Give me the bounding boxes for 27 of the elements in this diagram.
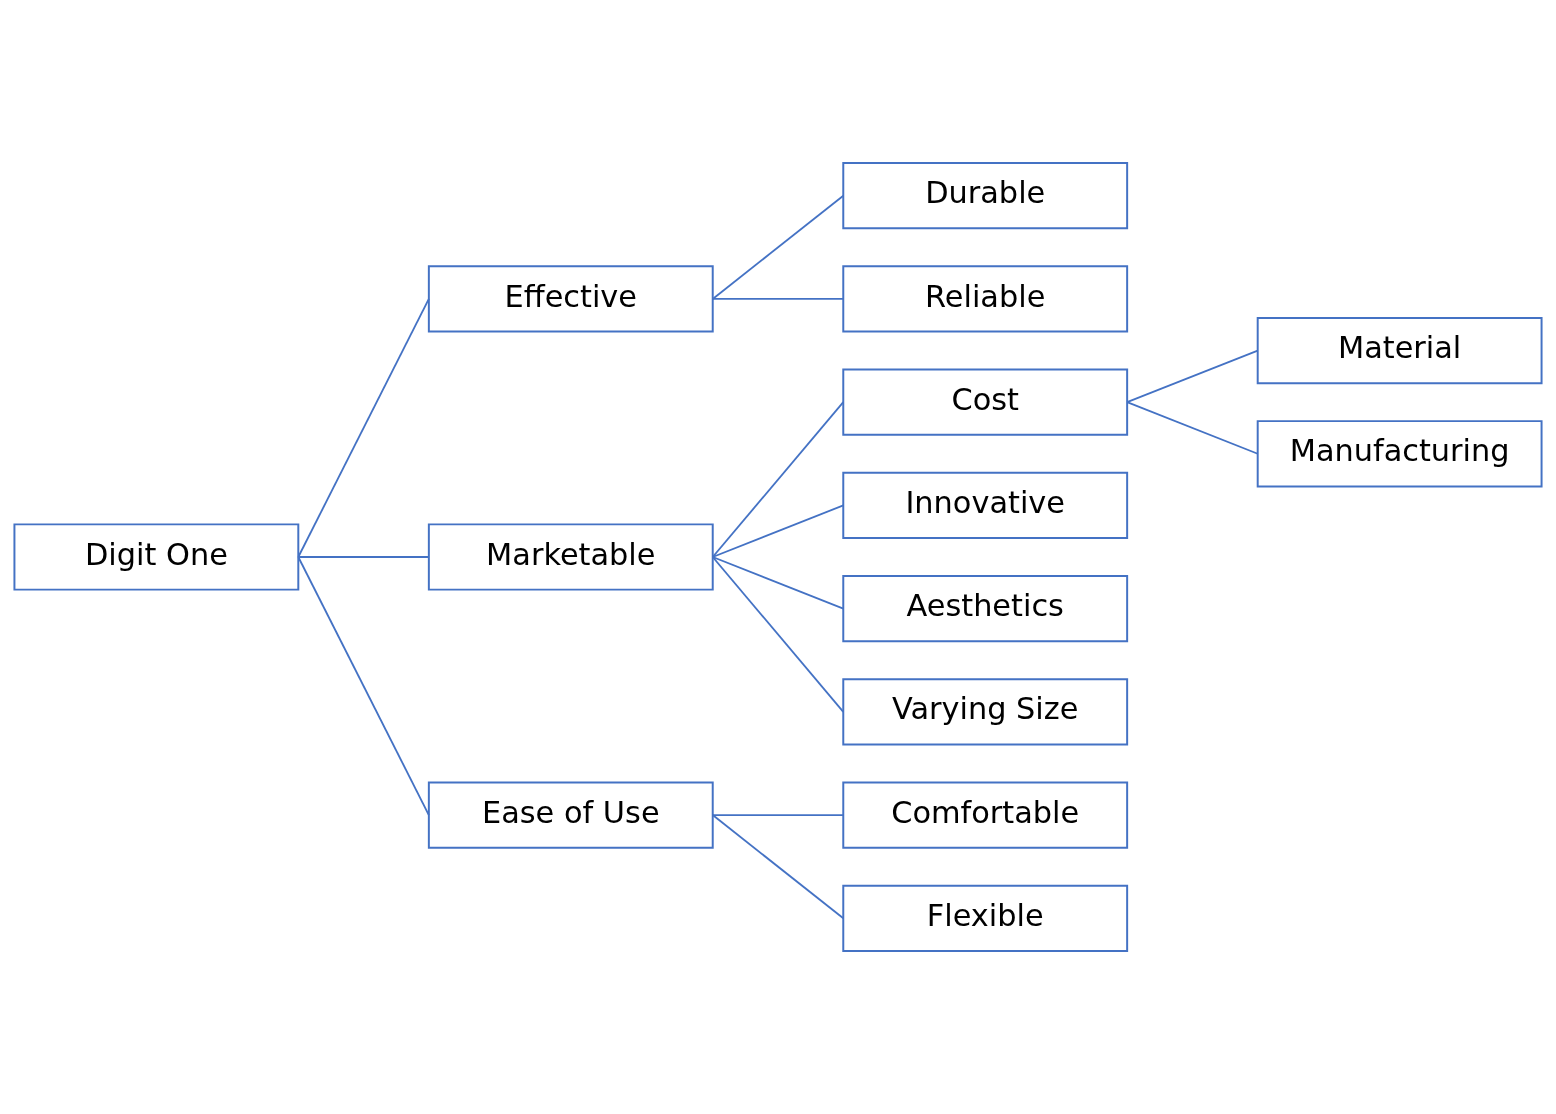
connector xyxy=(711,504,845,558)
node-box: Varying Size xyxy=(842,678,1129,746)
node-box: Durable xyxy=(842,162,1129,230)
node-box: Effective xyxy=(427,265,714,333)
node-box: Ease of Use xyxy=(427,781,714,849)
connector xyxy=(1126,401,1259,455)
node-box: Marketable xyxy=(427,523,714,591)
node-box: Reliable xyxy=(842,265,1129,333)
node-box: Flexible xyxy=(842,884,1129,952)
node-box: Comfortable xyxy=(842,781,1129,849)
node-box: Cost xyxy=(842,368,1129,436)
connector xyxy=(297,556,430,558)
connector xyxy=(1126,349,1259,404)
connector xyxy=(711,401,845,558)
connector xyxy=(297,298,430,558)
connector xyxy=(711,194,845,300)
connector xyxy=(297,556,430,816)
node-box: Aesthetics xyxy=(842,575,1129,643)
node-box: Material xyxy=(1256,316,1543,385)
connector xyxy=(711,298,845,300)
connector xyxy=(711,556,845,610)
connector xyxy=(711,556,845,713)
connector xyxy=(711,814,845,816)
connector xyxy=(711,814,845,920)
node-box: Innovative xyxy=(842,471,1129,539)
node-box: Digit One xyxy=(13,523,300,591)
node-box: Manufacturing xyxy=(1256,420,1543,488)
